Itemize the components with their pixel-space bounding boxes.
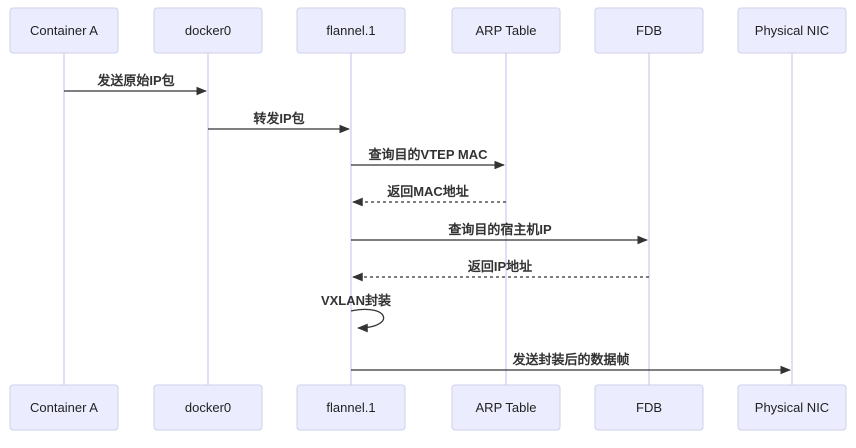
- actor-top-box-docker0: [153, 7, 263, 54]
- actor-bottom-label-arp-table: ARP Table: [476, 400, 537, 415]
- actor-top-label-physical-nic: Physical NIC: [755, 23, 829, 38]
- actor-bottom-box-fdb: [594, 384, 704, 431]
- actor-bottom-box-physical-nic: [737, 384, 847, 431]
- actor-bottom-box-arp-table: [451, 384, 561, 431]
- message-label: VXLAN封装: [321, 293, 391, 308]
- actor-top-label-fdb: FDB: [636, 23, 662, 38]
- actor-top-box-arp-table: [451, 7, 561, 54]
- message-label: 查询目的宿主机IP: [447, 222, 552, 237]
- actor-bottom-label-flannel1: flannel.1: [326, 400, 375, 415]
- actor-bottom-box-flannel1: [296, 384, 406, 431]
- actor-top-label-arp-table: ARP Table: [476, 23, 537, 38]
- actor-bottom-box-docker0: [153, 384, 263, 431]
- actor-bottom-label-physical-nic: Physical NIC: [755, 400, 829, 415]
- actor-top-box-physical-nic: [737, 7, 847, 54]
- actor-top-box-flannel1: [296, 7, 406, 54]
- message-label: 转发IP包: [253, 111, 304, 126]
- message-label: 发送原始IP包: [96, 73, 174, 88]
- message-label: 发送封装后的数据帧: [511, 352, 629, 367]
- actor-top-box-container-a: [9, 7, 119, 54]
- actor-bottom-box-container-a: [9, 384, 119, 431]
- actor-bottom-label-container-a: Container A: [30, 400, 98, 415]
- message-label: 查询目的VTEP MAC: [368, 147, 489, 162]
- actor-top-label-container-a: Container A: [30, 23, 98, 38]
- actor-top-label-flannel1: flannel.1: [326, 23, 375, 38]
- actor-top-label-docker0: docker0: [185, 23, 231, 38]
- actor-bottom-label-fdb: FDB: [636, 400, 662, 415]
- message-label: 返回MAC地址: [387, 184, 469, 199]
- actor-bottom-label-docker0: docker0: [185, 400, 231, 415]
- self-message-loop: [350, 308, 385, 333]
- actor-top-box-fdb: [594, 7, 704, 54]
- message-label: 返回IP地址: [468, 259, 532, 274]
